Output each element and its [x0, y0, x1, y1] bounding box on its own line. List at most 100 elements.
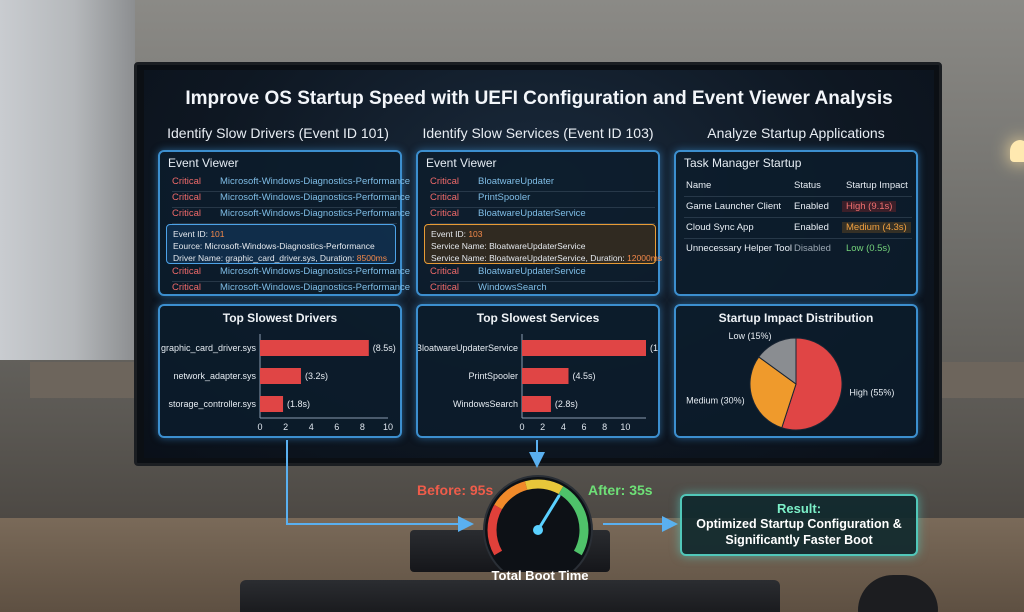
event-source-line: Eource: Microsoft-Windows-Diagnostics-Pe…	[173, 241, 375, 251]
event-row[interactable]: Critical Microsoft-Windows-Diagnostics-P…	[172, 266, 410, 282]
event-row[interactable]: Critical WindowsSearch	[430, 282, 655, 298]
event-source: PrintSpooler	[478, 192, 531, 203]
pie-slice	[781, 337, 843, 431]
value-label: (12.0s)	[650, 343, 658, 353]
x-tick-label: 4	[309, 422, 314, 432]
event-id-value: 103	[468, 229, 483, 239]
category-label: WindowsSearch	[453, 399, 518, 409]
event-row[interactable]: Critical BloatwareUpdater	[430, 176, 655, 192]
x-tick-label: 0	[519, 422, 524, 432]
category-label: network_adapter.sys	[173, 371, 256, 381]
event-detail-103[interactable]: Event ID: 103 Service Name: BloatwareUpd…	[424, 224, 662, 264]
gauge-arc	[487, 504, 503, 556]
app-name: Unnecessary Helper Tool	[686, 243, 792, 254]
page-title: Improve OS Startup Speed with UEFI Confi…	[185, 88, 893, 109]
section-heading-apps: Analyze Startup Applications	[707, 125, 885, 141]
event-source: BloatwareUpdater	[478, 176, 555, 187]
panel-title: Task Manager Startup	[684, 156, 802, 170]
value-label: (4.5s)	[573, 371, 596, 381]
app-status: Enabled	[794, 222, 829, 233]
keyboard	[240, 580, 780, 612]
table-row[interactable]: Cloud Sync App Enabled Medium (4.3s)	[684, 218, 912, 239]
event-level: Critical	[430, 176, 460, 187]
x-tick-label: 0	[257, 422, 262, 432]
category-label: graphic_card_driver.sys	[161, 343, 257, 353]
table-header-row: Name Status Startup Impact	[684, 176, 912, 197]
event-level: Critical	[172, 208, 202, 219]
column-header[interactable]: Status	[794, 180, 821, 191]
event-row[interactable]: Critical Microsoft-Windows-Diagnostics-P…	[172, 282, 410, 298]
event-source: BloatwareUpdaterService	[478, 266, 586, 277]
event-id-label: Event ID:	[173, 229, 211, 239]
slowest-drivers-chart-panel: Top Slowest Drivers 0 2 4 6 8 10 graphic_card_…	[158, 304, 402, 438]
result-heading: Result:	[776, 501, 822, 516]
impact-distribution-chart-panel: Startup Impact Distribution High (55%) Me…	[674, 304, 918, 438]
event-detail-101[interactable]: Event ID: 101 Eource: Microsoft-Windows-…	[166, 224, 396, 264]
service-duration-line: Service Name: BloatwareUpdaterService, D…	[431, 253, 628, 263]
event-level: Critical	[172, 192, 202, 203]
event-level: Critical	[172, 176, 202, 187]
event-source: Microsoft-Windows-Diagnostics-Performanc…	[220, 176, 411, 187]
event-row[interactable]: Critical Microsoft-Windows-Diagnostics-P…	[172, 176, 410, 192]
app-name: Cloud Sync App	[686, 222, 754, 233]
shelf	[940, 362, 1024, 398]
gauge-hub	[533, 525, 543, 535]
slice-label: Medium (30%)	[686, 396, 745, 406]
x-tick-label: 10	[620, 422, 630, 432]
slice-label: High (55%)	[849, 387, 894, 397]
event-source: Microsoft-Windows-Diagnostics-Performanc…	[220, 282, 411, 293]
x-tick-label: 8	[360, 422, 365, 432]
bar	[522, 396, 551, 412]
x-tick-label: 6	[334, 422, 339, 432]
impact-badge: Low (0.5s)	[846, 243, 891, 254]
event-level: Critical	[172, 266, 202, 277]
table-row[interactable]: Unnecessary Helper Tool Disabled Low (0.…	[684, 239, 912, 260]
value-label: (3.2s)	[305, 371, 328, 381]
value-label: (2.8s)	[555, 399, 578, 409]
panel-title: Event Viewer	[168, 156, 239, 170]
event-source: WindowsSearch	[478, 282, 547, 293]
category-label: PrintSpooler	[468, 371, 518, 381]
x-tick-label: 10	[383, 422, 393, 432]
slice-label: Low (15%)	[728, 331, 771, 341]
service-name-line: Service Name: BloatwareUpdaterService	[431, 241, 586, 251]
event-viewer-services-panel: Event Viewer Critical BloatwareUpdater C…	[416, 150, 662, 298]
result-line-2: Significantly Faster Boot	[725, 533, 873, 547]
panel-title: Event Viewer	[426, 156, 497, 170]
event-id-label: Event ID:	[431, 229, 469, 239]
bar	[260, 340, 369, 356]
impact-badge: High (9.1s)	[842, 201, 897, 212]
chart-title: Top Slowest Drivers	[222, 311, 338, 325]
event-row[interactable]: Critical Microsoft-Windows-Diagnostics-P…	[172, 192, 410, 208]
column-header[interactable]: Startup Impact	[846, 180, 908, 191]
value-label: (1.8s)	[287, 399, 310, 409]
bar-chart-services: 0246810BloatwareUpdaterService(12.0s)Pri…	[418, 334, 658, 432]
app-status: Enabled	[794, 201, 829, 212]
table-row[interactable]: Game Launcher Client Enabled High (9.1s)	[684, 197, 912, 218]
column-header[interactable]: Name	[686, 180, 712, 191]
event-row[interactable]: Critical BloatwareUpdaterService	[430, 208, 655, 224]
boot-time-gauge	[483, 475, 593, 570]
gauge-face	[483, 475, 593, 570]
chart-title: Startup Impact Distribution	[718, 311, 874, 325]
event-row[interactable]: Critical BloatwareUpdaterService	[430, 266, 655, 282]
app-name: Game Launcher Client	[686, 201, 782, 212]
event-level: Critical	[172, 282, 202, 293]
x-tick-label: 4	[561, 422, 566, 432]
x-tick-label: 8	[602, 422, 607, 432]
bar	[522, 368, 569, 384]
chart-title: Top Slowest Services	[476, 311, 600, 325]
event-row[interactable]: Critical PrintSpooler	[430, 192, 655, 208]
result-box: Result: Optimized Startup Configuration …	[680, 494, 918, 556]
section-heading-drivers: Identify Slow Drivers (Event ID 101)	[167, 125, 389, 141]
x-tick-label: 2	[283, 422, 288, 432]
pie-slice	[749, 356, 797, 429]
lamp	[1010, 140, 1024, 162]
gauge-arc	[558, 486, 589, 556]
before-time: Before: 95s	[417, 482, 494, 498]
event-level: Critical	[430, 282, 460, 293]
event-row[interactable]: Critical Microsoft-Windows-Diagnostics-P…	[172, 208, 410, 224]
task-manager-startup-panel: Task Manager Startup Name Status Startup…	[674, 150, 918, 296]
pie-chart-impact: High (55%) Medium (30%) Low (15%)	[686, 331, 894, 431]
